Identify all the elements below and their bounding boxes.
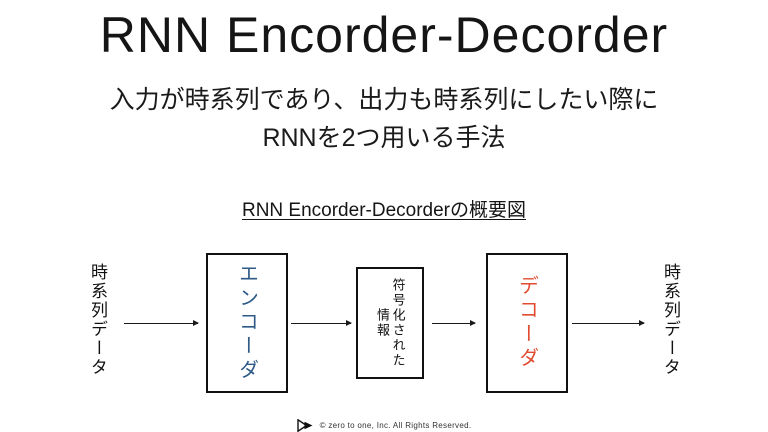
subtitle-line-1: 入力が時系列であり、出力も時系列にしたい際に <box>109 86 659 114</box>
slide-subtitle: 入力が時系列であり、出力も時系列にしたい際に RNNを2つ用いる手法 <box>0 82 768 157</box>
arrow-decoder-to-output <box>572 319 645 326</box>
arrow-encoder-to-info <box>291 319 352 326</box>
encoder-decoder-diagram: 時系列データ エンコーダ 符号化された 情報 デコーダ 時系列データ <box>0 248 768 398</box>
zero-to-one-play-logo-icon <box>296 419 313 432</box>
diagram-heading: RNN Encorder-Decorderの概要図 <box>0 195 768 222</box>
arrow-input-to-encoder <box>124 319 199 326</box>
subtitle-line-2: RNNを2つ用いる手法 <box>262 123 506 152</box>
input-label: 時系列データ <box>88 263 107 377</box>
arrow-info-to-decoder <box>432 319 476 326</box>
decoder-box: デコーダ <box>486 253 568 393</box>
decoder-label: デコーダ <box>515 275 538 371</box>
copyright-text: © zero to one, Inc. All Rights Reserved. <box>319 421 472 430</box>
encoded-info-line-1: 符号化された <box>390 278 406 368</box>
encoder-box: エンコーダ <box>206 253 288 393</box>
encoded-info-box: 符号化された 情報 <box>356 267 424 379</box>
encoded-info-line-2: 情報 <box>375 308 390 338</box>
output-label: 時系列データ <box>661 263 680 377</box>
slide: RNN Encorder-Decorder 入力が時系列であり、出力も時系列にし… <box>0 6 768 432</box>
footer: © zero to one, Inc. All Rights Reserved. <box>0 419 768 432</box>
encoder-label: エンコーダ <box>235 263 258 383</box>
diagram-heading-text: RNN Encorder-Decorderの概要図 <box>241 200 526 221</box>
slide-title: RNN Encorder-Decorder <box>99 7 669 63</box>
